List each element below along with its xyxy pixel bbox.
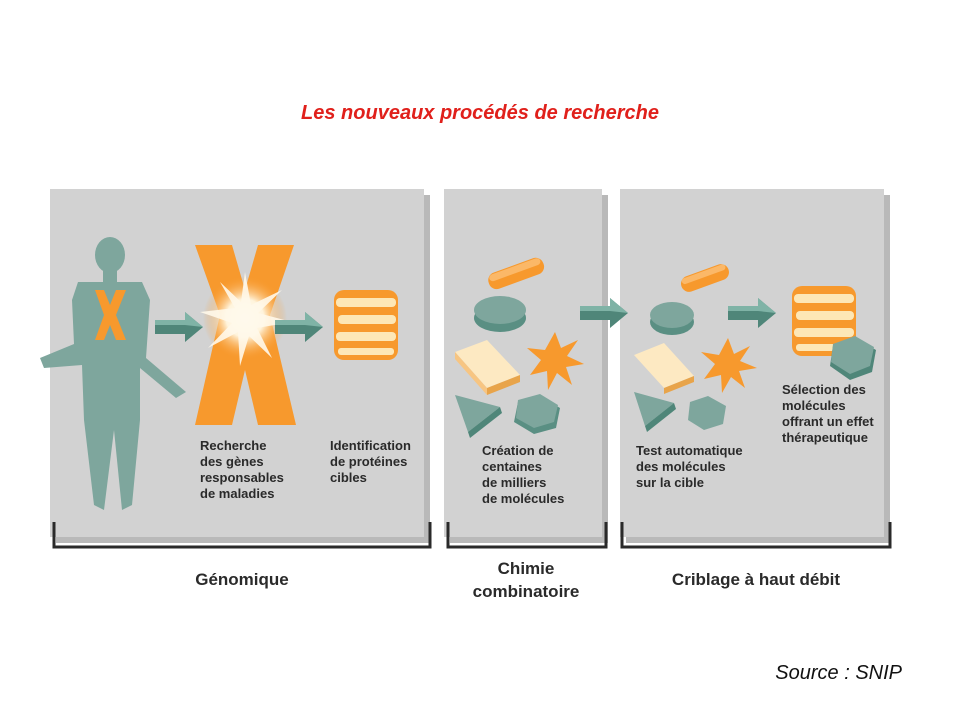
diagram-title: Les nouveaux procédés de recherche (301, 102, 659, 124)
bracket-genomique (52, 522, 432, 549)
source-credit: Source : SNIP (775, 662, 902, 684)
molecule-star-icon (701, 338, 757, 393)
molecule-slab-icon (634, 343, 694, 394)
caption-line: sur la cible (636, 475, 704, 490)
caption-line: molécules (782, 398, 846, 413)
caption-line: Test automatique (636, 443, 743, 458)
molecule-disc-icon (474, 296, 526, 332)
caption-line: des molécules (636, 459, 726, 474)
caption-line: offrant un effet (782, 414, 874, 429)
caption-line: cibles (330, 470, 367, 485)
molecule-triangle-icon (634, 392, 676, 432)
bracket-criblage (620, 522, 892, 549)
caption-line: thérapeutique (782, 430, 868, 445)
caption-recherche: Recherche des gènes responsables de mala… (200, 438, 284, 501)
caption-line: de molécules (482, 491, 564, 506)
striped-protein-icon (334, 290, 398, 360)
molecule-disc-icon (650, 302, 694, 335)
section-label-combinatoire: combinatoire (473, 582, 580, 601)
caption-line: Identification (330, 438, 411, 453)
human-figure-icon (40, 237, 186, 510)
section-label-genomique: Génomique (195, 570, 289, 589)
section-label-chimie: Chimie (498, 559, 555, 578)
caption-test: Test automatique des molécules sur la ci… (636, 443, 743, 490)
section-label-criblage: Criblage à haut débit (672, 570, 840, 589)
molecule-star-icon (527, 332, 584, 390)
caption-selection: Sélection des molécules offrant un effet… (782, 382, 874, 445)
caption-line: Sélection des (782, 382, 866, 397)
caption-line: de maladies (200, 486, 274, 501)
caption-line: Recherche (200, 438, 266, 453)
chest-chromosome-icon (95, 290, 126, 340)
molecule-pill-icon (681, 264, 729, 292)
caption-line: de protéines (330, 454, 407, 469)
caption-creation: Création de centaines de milliers de mol… (482, 443, 564, 506)
bracket-chimie (446, 522, 608, 549)
caption-line: des gènes (200, 454, 264, 469)
chromosome-x-icon (195, 245, 296, 425)
molecule-hexagon-icon (688, 396, 726, 430)
molecule-triangle-icon (455, 395, 502, 438)
molecule-slab-icon (455, 340, 520, 395)
molecule-pill-icon (488, 257, 545, 290)
caption-identification: Identification de protéines cibles (330, 438, 411, 485)
caption-line: responsables (200, 470, 284, 485)
molecule-hexagon-icon (514, 394, 560, 434)
caption-line: de milliers (482, 475, 546, 490)
caption-line: Création de (482, 443, 554, 458)
caption-line: centaines (482, 459, 542, 474)
molecule-hexagon-icon (830, 336, 876, 380)
